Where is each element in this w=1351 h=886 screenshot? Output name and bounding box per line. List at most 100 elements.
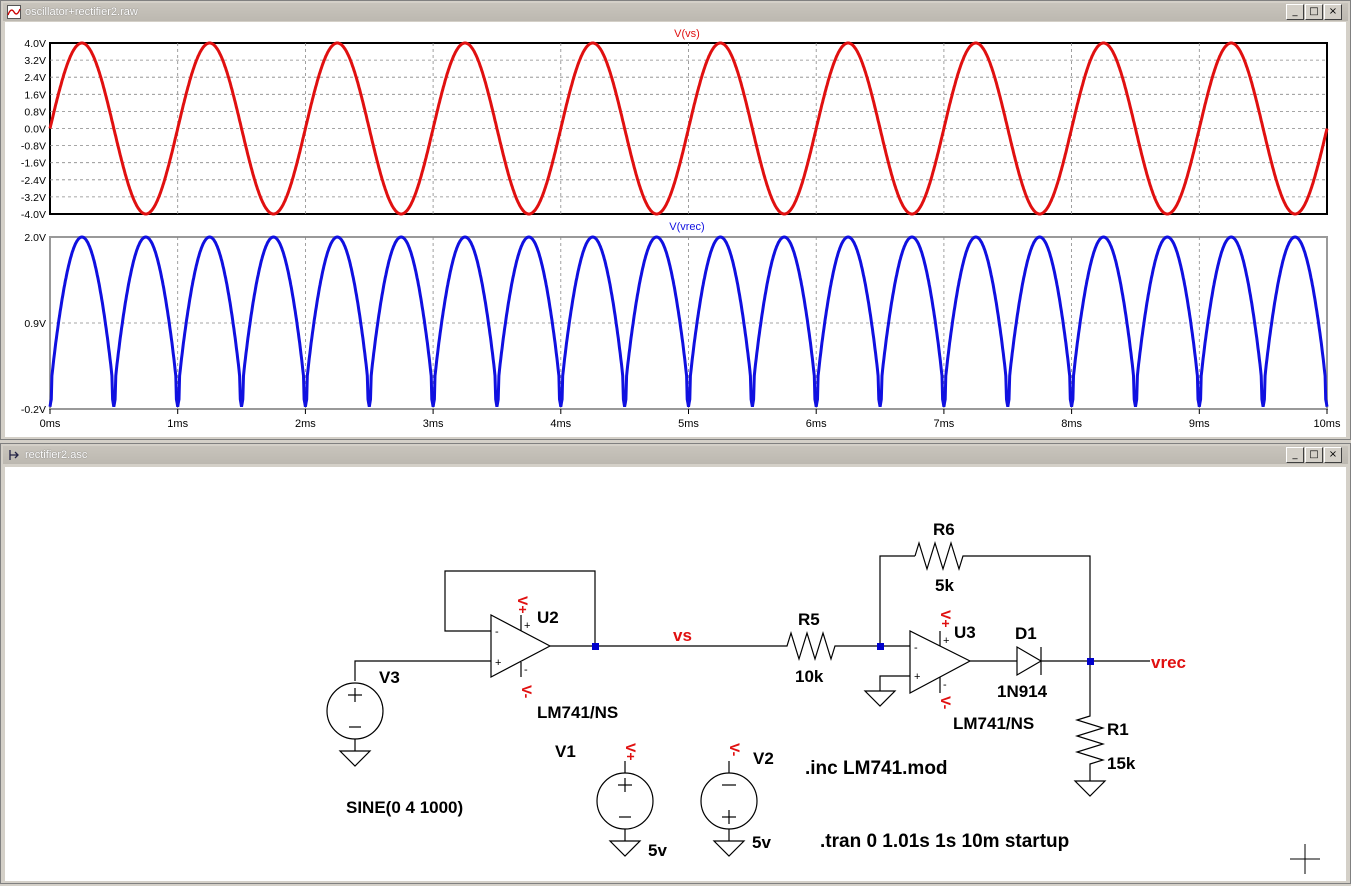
y-tick-label: 4.0V xyxy=(24,38,46,50)
y-tick-label: 1.6V xyxy=(24,89,46,101)
resistor-r6-symbol[interactable] xyxy=(914,540,1091,661)
component-label-v1[interactable]: V1 xyxy=(555,742,576,761)
y-tick-label: -2.4V xyxy=(21,175,46,187)
schematic-window-titlebar[interactable]: rectifier2.asc _ □ × xyxy=(3,446,1348,464)
wire[interactable] xyxy=(879,675,910,691)
junction-dot xyxy=(592,643,599,650)
waveform-plot[interactable]: 4.0V 3.2V 2.4V 1.6V 0.8V 0.0V -0.8V -1.6V -2.4V -… xyxy=(5,22,1348,437)
wire[interactable] xyxy=(444,570,596,646)
net-label-vs[interactable]: vs xyxy=(673,626,692,645)
component-value-d1[interactable]: 1N914 xyxy=(997,682,1048,701)
y-tick-label: 0.9V xyxy=(24,318,46,330)
x-tick-label: 6ms xyxy=(806,418,827,430)
pin-plus-label: + xyxy=(495,657,501,669)
component-label-d1[interactable]: D1 xyxy=(1015,624,1037,643)
y-tick-label: -0.2V xyxy=(21,404,46,416)
diode-d1-symbol[interactable] xyxy=(1016,645,1043,677)
component-label-r1[interactable]: R1 xyxy=(1107,720,1129,739)
x-tick-label: 0ms xyxy=(40,418,61,430)
component-label-u2[interactable]: U2 xyxy=(537,608,559,627)
vs-plot-panel: 4.0V 3.2V 2.4V 1.6V 0.8V 0.0V -0.8V -1.6V -2.4V -… xyxy=(21,38,1329,221)
schematic-app-icon xyxy=(9,450,19,460)
supply-minus-label[interactable]: V- xyxy=(727,743,743,757)
y-tick-label: 0.8V xyxy=(24,106,46,118)
y-tick-label: 2.0V xyxy=(24,232,46,244)
component-value-v2[interactable]: 5v xyxy=(752,833,771,852)
component-model-u3[interactable]: LM741/NS xyxy=(953,714,1034,733)
y-tick-label: -4.0V xyxy=(21,209,46,221)
x-tick-label: 1ms xyxy=(167,418,188,430)
y-tick-label: 3.2V xyxy=(24,55,46,67)
ground-symbol xyxy=(712,840,746,857)
spice-directive-inc[interactable]: .inc LM741.mod xyxy=(805,758,948,779)
maximize-button[interactable]: □ xyxy=(1305,4,1323,20)
pin-minus-label: - xyxy=(524,664,528,676)
component-label-v2[interactable]: V2 xyxy=(753,749,774,768)
plot-window-title: oscillator+rectifier2.raw xyxy=(25,6,138,18)
minimize-button[interactable]: _ xyxy=(1286,447,1304,463)
component-label-u3[interactable]: U3 xyxy=(954,623,976,642)
minimize-button[interactable]: _ xyxy=(1286,4,1304,20)
y-tick-label: 2.4V xyxy=(24,72,46,84)
vs-trace xyxy=(48,41,1329,216)
x-tick-label: 5ms xyxy=(678,418,699,430)
component-value-r1[interactable]: 15k xyxy=(1107,754,1136,773)
pin-plus-label: + xyxy=(524,620,530,632)
vrec-plot-panel: 2.0V 0.9V -0.2V 0ms 1ms 2ms 3ms 4ms 5ms 6ms 7ms 8ms… xyxy=(21,232,1341,430)
ground-symbol xyxy=(1073,780,1107,797)
ground-symbol xyxy=(338,750,372,767)
pin-minus-label: - xyxy=(943,679,947,691)
net-label-vrec[interactable]: vrec xyxy=(1151,653,1186,672)
pin-plus-label: + xyxy=(943,635,949,647)
y-tick-label: -1.6V xyxy=(21,158,46,170)
ground-symbol xyxy=(863,690,897,707)
schematic-window-title: rectifier2.asc xyxy=(25,449,88,461)
x-tick-label: 8ms xyxy=(1061,418,1082,430)
crosshair-cursor-icon xyxy=(1290,844,1320,874)
x-tick-label: 10ms xyxy=(1314,418,1341,430)
y-tick-label: -3.2V xyxy=(21,192,46,204)
component-label-r5[interactable]: R5 xyxy=(798,610,820,629)
component-label-r6[interactable]: R6 xyxy=(933,520,955,539)
x-tick-label: 9ms xyxy=(1189,418,1210,430)
resistor-r5-symbol[interactable] xyxy=(780,630,880,662)
schematic-drawing[interactable]: + - + - - + + - V+ V- V+ V- V+ V- vs v xyxy=(5,467,1348,881)
plot-pane[interactable]: 4.0V 3.2V 2.4V 1.6V 0.8V 0.0V -0.8V -1.6V -2.4V -… xyxy=(5,22,1346,437)
y-tick-label: -0.8V xyxy=(21,141,46,153)
y-tick-label: 0.0V xyxy=(24,124,46,136)
component-model-u2[interactable]: LM741/NS xyxy=(537,703,618,722)
supply-plus-label[interactable]: V+ xyxy=(515,596,531,614)
schematic-canvas[interactable]: + - + - - + + - V+ V- V+ V- V+ V- vs v xyxy=(5,467,1346,881)
maximize-button[interactable]: □ xyxy=(1305,447,1323,463)
close-button[interactable]: × xyxy=(1324,447,1342,463)
schematic-window: rectifier2.asc _ □ × xyxy=(0,443,1351,884)
component-value-v3[interactable]: SINE(0 4 1000) xyxy=(346,798,463,817)
x-tick-label: 3ms xyxy=(423,418,444,430)
component-value-r6[interactable]: 5k xyxy=(935,576,954,595)
supply-plus-label[interactable]: V+ xyxy=(623,743,639,761)
ground-symbol xyxy=(608,840,642,857)
component-value-r5[interactable]: 10k xyxy=(795,667,824,686)
waveform-app-icon xyxy=(7,5,21,19)
pin-plus-label: + xyxy=(914,671,920,683)
plot-window: oscillator+rectifier2.raw _ □ × 4.0V 3.2V… xyxy=(0,0,1351,440)
close-button[interactable]: × xyxy=(1324,4,1342,20)
pin-minus-label: - xyxy=(914,642,918,654)
wire[interactable] xyxy=(879,555,915,646)
vrec-trace xyxy=(48,235,1329,407)
x-tick-label: 4ms xyxy=(550,418,571,430)
spice-directive-tran[interactable]: .tran 0 1.01s 1s 10m startup xyxy=(820,831,1069,852)
x-tick-label: 7ms xyxy=(934,418,955,430)
vs-trace-title[interactable]: V(vs) xyxy=(674,28,700,40)
plot-window-titlebar[interactable]: oscillator+rectifier2.raw _ □ × xyxy=(3,3,1348,21)
resistor-r1-symbol[interactable] xyxy=(1074,661,1106,781)
supply-minus-label[interactable]: V- xyxy=(519,685,535,699)
supply-minus-label[interactable]: V- xyxy=(938,696,954,710)
component-label-v3[interactable]: V3 xyxy=(379,668,400,687)
component-value-v1[interactable]: 5v xyxy=(648,841,667,860)
x-tick-label: 2ms xyxy=(295,418,316,430)
supply-plus-label[interactable]: V+ xyxy=(938,610,954,628)
junction-dot xyxy=(1087,658,1094,665)
wire[interactable] xyxy=(354,660,491,681)
vrec-trace-title[interactable]: V(vrec) xyxy=(669,221,704,233)
